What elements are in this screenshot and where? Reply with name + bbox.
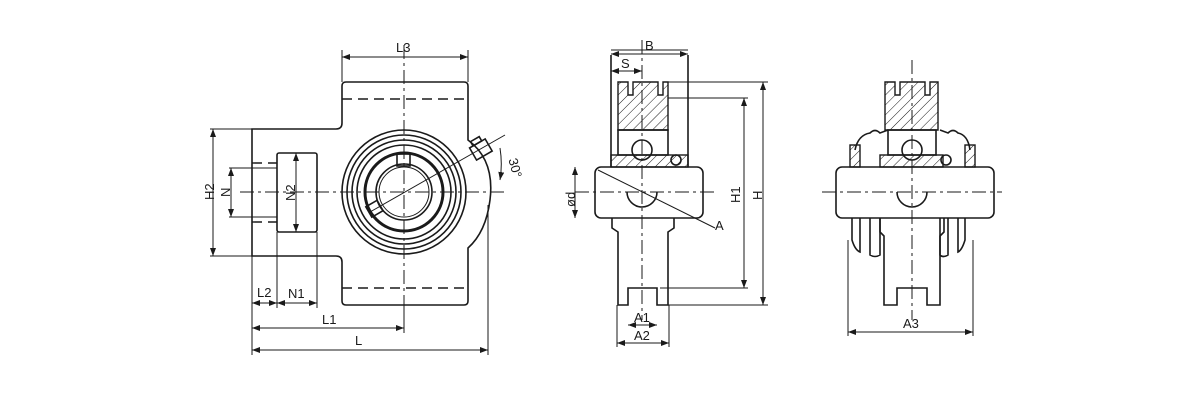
label-A: A bbox=[715, 218, 724, 233]
front-view: 30° L3 H2 N N2 L2 N1 L1 L bbox=[202, 40, 525, 355]
dim-H1: H1 bbox=[728, 186, 743, 203]
dim-L1: L1 bbox=[322, 312, 336, 327]
dim-A1: A1 bbox=[634, 310, 650, 325]
dim-B: B bbox=[645, 38, 654, 53]
dim-H2: H2 bbox=[202, 183, 217, 200]
dim-N: N bbox=[218, 188, 233, 197]
side-view: A ød B S H H1 A1 A2 bbox=[563, 38, 768, 347]
dim-N1: N1 bbox=[288, 286, 305, 301]
housing-outline bbox=[251, 81, 492, 306]
dim-A3: A3 bbox=[903, 316, 919, 331]
dim-N2: N2 bbox=[283, 184, 298, 201]
grease-fitting bbox=[468, 135, 494, 162]
dim-d: ød bbox=[563, 192, 578, 207]
dim-S: S bbox=[621, 56, 630, 71]
dim-H: H bbox=[750, 191, 765, 200]
dim-L: L bbox=[355, 333, 362, 348]
angle-label: 30° bbox=[505, 156, 525, 179]
dim-L2: L2 bbox=[257, 285, 271, 300]
dim-L3: L3 bbox=[396, 40, 410, 55]
section-view: A3 bbox=[822, 60, 1002, 336]
dim-A2: A2 bbox=[634, 328, 650, 343]
